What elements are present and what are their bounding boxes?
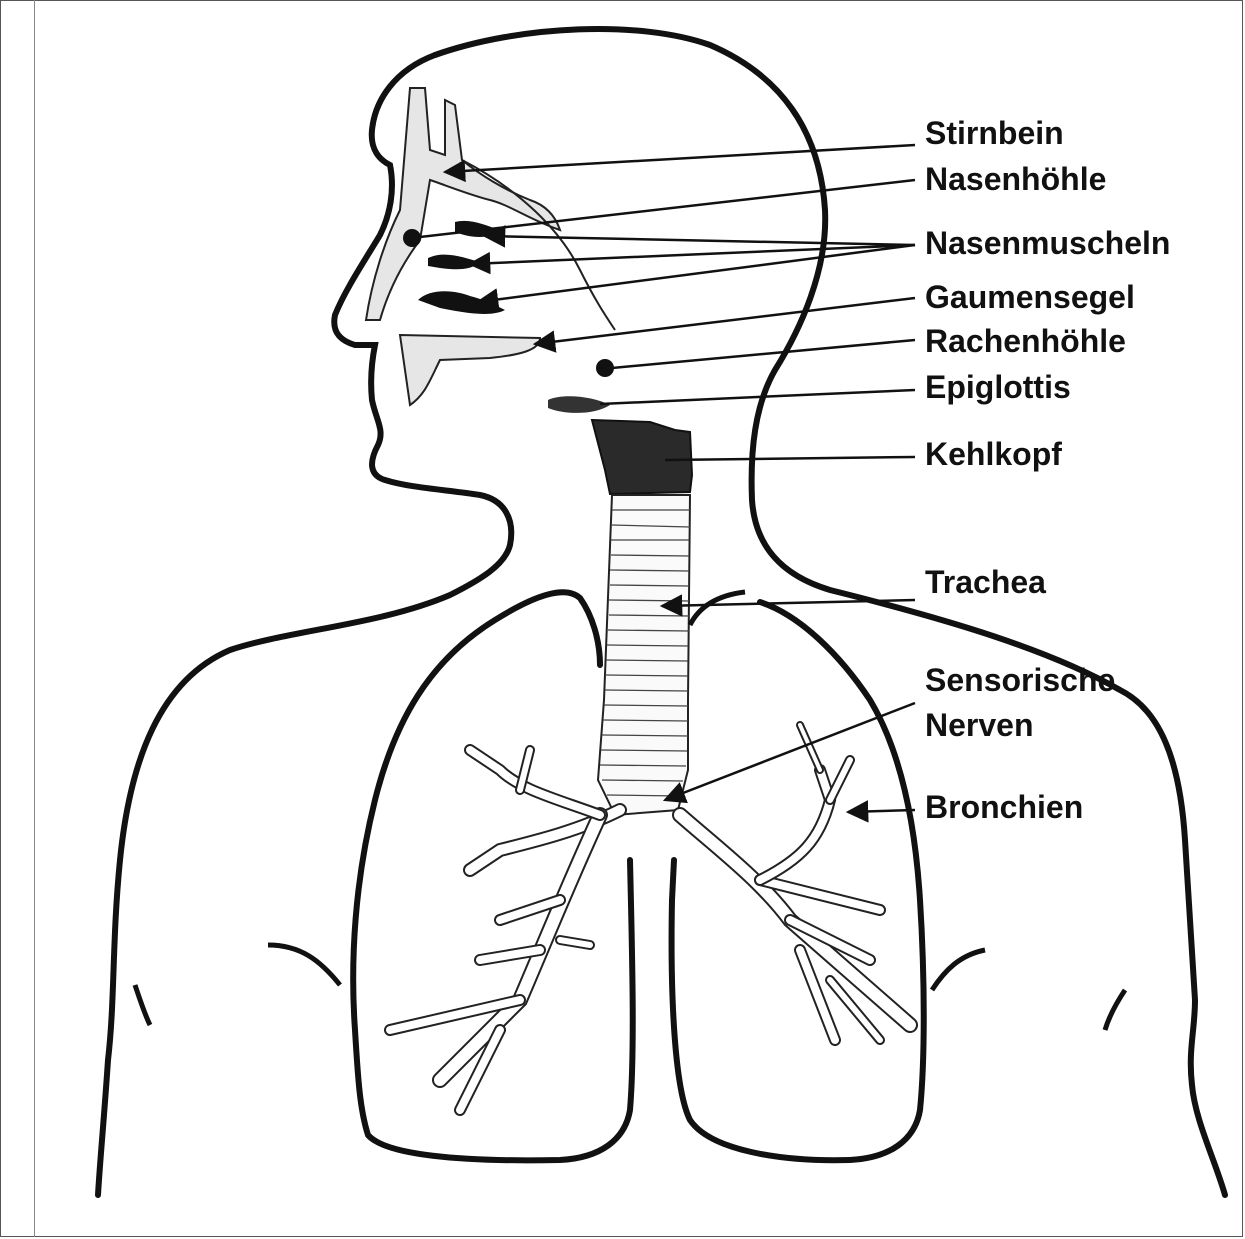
larynx-shape	[592, 420, 692, 494]
palate	[400, 335, 540, 405]
left-arm-line	[268, 945, 340, 985]
label-epiglottis: Epiglottis	[925, 365, 1071, 409]
left-lung	[353, 592, 633, 1160]
nasal-cavity-dot	[403, 229, 421, 247]
pharynx-dot	[596, 359, 614, 377]
right-arm-line	[932, 950, 985, 990]
label-nasenmuscheln: Nasenmuscheln	[925, 221, 1170, 265]
label-bronchien: Bronchien	[925, 785, 1083, 829]
turbinate-lower	[418, 291, 505, 314]
label-gaumensegel: Gaumensegel	[925, 275, 1135, 319]
sensory-nerve-hook	[690, 592, 745, 625]
label-kehlkopf: Kehlkopf	[925, 432, 1062, 476]
right-arm-edge	[1105, 990, 1125, 1030]
turbinate-middle	[428, 255, 480, 270]
label-rachenhoehle: Rachenhöhle	[925, 319, 1126, 363]
trachea-tube	[598, 495, 690, 815]
label-nasenhoehle: Nasenhöhle	[925, 157, 1106, 201]
left-arm-edge	[135, 985, 150, 1025]
right-lung	[672, 602, 924, 1160]
frontal-bone	[366, 88, 560, 320]
label-trachea: Trachea	[925, 560, 1046, 604]
label-nerven: Nerven	[925, 703, 1034, 747]
face-profile	[98, 55, 511, 1195]
label-sensorische: Sensorische	[925, 658, 1115, 702]
label-stirnbein: Stirnbein	[925, 111, 1064, 155]
